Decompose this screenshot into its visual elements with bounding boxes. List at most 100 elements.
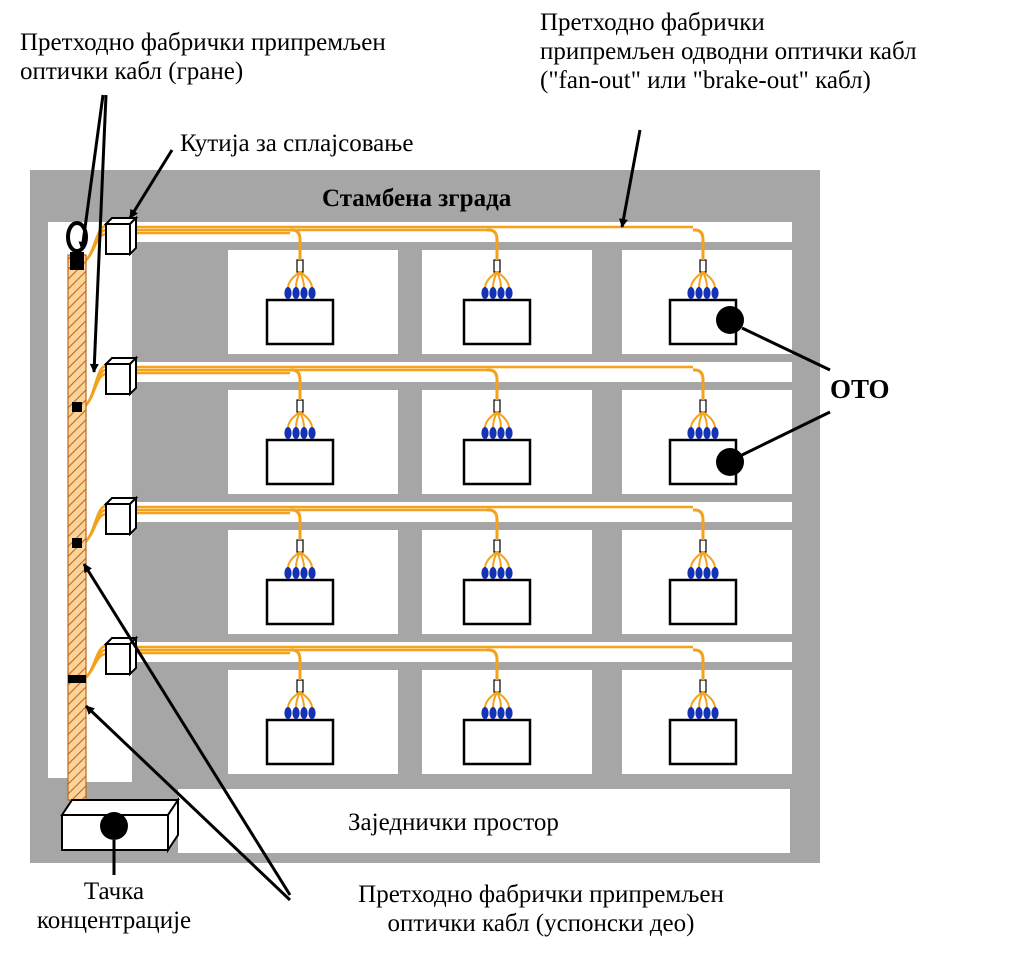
fiber-connector [687, 707, 695, 719]
fiber-connector [687, 427, 695, 439]
fiber-connector [489, 707, 497, 719]
fiber-connector [481, 707, 489, 719]
breakout-sleeve [493, 399, 501, 413]
fan-leg [295, 551, 301, 569]
fiber-connector [292, 567, 300, 579]
building-title: Стамбена зграда [322, 185, 512, 212]
breakout-sleeve [296, 679, 304, 693]
fiber-connector [308, 567, 316, 579]
terminal-box [265, 298, 335, 346]
fiber-connector [284, 287, 292, 299]
fiber-connector [497, 427, 505, 439]
fan-leg [287, 411, 301, 429]
terminal-box [462, 438, 532, 486]
fan-leg [484, 411, 498, 429]
arrow-fanout [619, 129, 642, 228]
fiber-connector [292, 427, 300, 439]
breakout-sleeve [493, 259, 501, 273]
terminal-box [668, 718, 738, 766]
splice-box-label: Кутија за сплајсовање [180, 130, 414, 157]
fiber-connector [695, 567, 703, 579]
breakout-sleeve [699, 679, 707, 693]
terminal-box [265, 578, 335, 626]
fan-leg [496, 691, 510, 709]
fanout-drop-cable [693, 228, 705, 260]
fiber-connector [489, 567, 497, 579]
hall-space [84, 522, 132, 642]
common-space-label: Заједнички простор [348, 809, 559, 836]
fan-leg [690, 551, 704, 569]
fan-leg [287, 271, 301, 289]
fanout-drop-cable [693, 508, 705, 540]
terminal-box [265, 718, 335, 766]
fan-leg [295, 691, 301, 709]
fiber-connector [300, 427, 308, 439]
fan-leg [702, 551, 716, 569]
fan-leg [496, 551, 510, 569]
riser-cable [67, 254, 87, 801]
fan-leg [484, 271, 498, 289]
breakout-sleeve [493, 679, 501, 693]
fiber-connector [497, 567, 505, 579]
splice-box [103, 215, 139, 257]
fiber-connector [300, 567, 308, 579]
concentration-point-box [60, 796, 180, 854]
fan-leg [287, 691, 301, 709]
fiber-connector [489, 287, 497, 299]
fanout-drop-cable [487, 648, 499, 680]
fiber-connector [292, 707, 300, 719]
breakout-sleeve [699, 399, 707, 413]
fan-leg [287, 551, 301, 569]
fan-leg [702, 411, 716, 429]
riser-cable-label: Претходно фабрички припремљен оптички ка… [358, 881, 724, 937]
fiber-connector [695, 427, 703, 439]
splice-box [103, 495, 139, 537]
fiber-connector [505, 427, 513, 439]
hall-space [84, 662, 132, 782]
fan-leg [702, 691, 716, 709]
fiber-connector [695, 287, 703, 299]
breakout-sleeve [699, 539, 707, 553]
fiber-connector [711, 427, 719, 439]
fiber-connector [481, 287, 489, 299]
fiber-connector [308, 427, 316, 439]
oto-point [716, 306, 744, 334]
arrow-branch-floor2 [89, 94, 108, 373]
arrow-riser-lower [84, 704, 292, 902]
fan-leg [698, 691, 704, 709]
riser-joint [70, 252, 84, 270]
fanout-drop-cable [487, 368, 499, 400]
fiber-connector [695, 707, 703, 719]
fiber-connector [711, 567, 719, 579]
common-space [178, 789, 790, 853]
fan-leg [496, 411, 510, 429]
fiber-connector [497, 287, 505, 299]
fan-leg [299, 271, 313, 289]
fiber-connector [703, 287, 711, 299]
fanout-drop-cable [487, 228, 499, 260]
fan-leg [492, 691, 498, 709]
oto-line [741, 410, 831, 457]
arrow-riser-upper [82, 563, 292, 896]
fanout-drop-cable [693, 368, 705, 400]
breakout-sleeve [699, 259, 707, 273]
fan-leg [698, 411, 704, 429]
fanout-drop-cable [693, 648, 705, 680]
fiber-connector [703, 567, 711, 579]
fan-leg [484, 551, 498, 569]
fan-leg [698, 551, 704, 569]
terminal-box [462, 298, 532, 346]
fiber-connector [284, 707, 292, 719]
fiber-connector [703, 427, 711, 439]
fan-leg [690, 271, 704, 289]
riser-joint [68, 675, 86, 683]
breakout-sleeve [296, 259, 304, 273]
fiber-connector [308, 287, 316, 299]
riser-joint [72, 402, 82, 412]
terminal-box [265, 438, 335, 486]
fan-leg [299, 551, 313, 569]
concentration-point-label: Тачка концентрације [36, 878, 192, 934]
fan-leg [496, 271, 510, 289]
riser-joint [72, 538, 82, 548]
